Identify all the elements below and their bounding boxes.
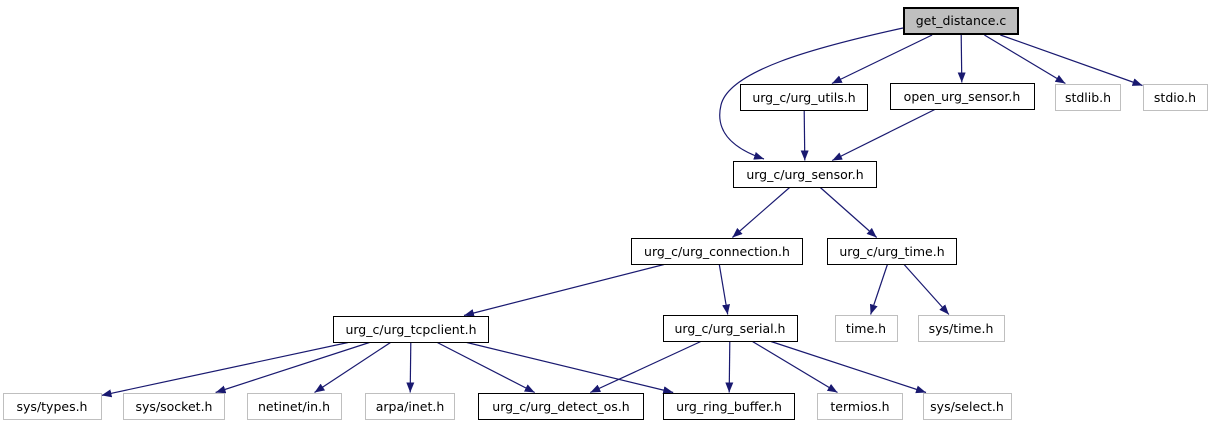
node-urg_ring_buffer[interactable]: urg_ring_buffer.h [663,392,795,420]
node-stdlib: stdlib.h [1055,83,1121,111]
edge-urg_tcpclient-urg_ring_buffer [466,341,674,395]
node-urg_detect_os[interactable]: urg_c/urg_detect_os.h [478,392,644,420]
edge-open_urg_sensor-urg_sensor [831,108,936,162]
edge-urg_utils-urg_sensor [800,110,809,161]
node-urg_utils[interactable]: urg_c/urg_utils.h [740,83,868,111]
edge-get_distance-urg_utils [831,34,933,85]
node-urg_sensor[interactable]: urg_c/urg_sensor.h [733,160,877,188]
edge-urg_serial-urg_ring_buffer [725,341,734,393]
node-sys_time: sys/time.h [917,314,1005,342]
edge-urg_sensor-urg_time [819,187,878,238]
edge-urg_serial-urg_detect_os [590,340,702,394]
edge-urg_tcpclient-urg_detect_os [437,341,535,394]
node-urg_time[interactable]: urg_c/urg_time.h [827,237,957,265]
edge-urg_tcpclient-sys_socket [215,341,370,394]
node-time: time.h [834,314,898,342]
node-sys_types: sys/types.h [2,392,102,420]
node-termios: termios.h [817,392,903,420]
edge-urg_sensor-urg_connection [732,187,790,238]
edge-get_distance-open_urg_sensor [957,34,966,83]
edge-urg_serial-sys_select [770,340,927,394]
edge-get_distance-stdlib [984,34,1066,85]
edge-urg_time-time [869,264,888,315]
node-stdio: stdio.h [1142,83,1208,111]
edge-urg_time-sys_time [903,264,950,315]
node-arpa_inet: arpa/inet.h [365,392,455,420]
edge-urg_tcpclient-sys_types [101,341,349,398]
node-netinet_in: netinet/in.h [246,392,342,420]
edge-urg_tcpclient-netinet_in [314,341,391,394]
edge-urg_connection-urg_serial [718,264,730,315]
edge-urg_serial-termios [752,340,838,394]
node-urg_connection[interactable]: urg_c/urg_connection.h [631,237,803,265]
node-open_urg_sensor[interactable]: open_urg_sensor.h [889,82,1035,110]
edge-urg_connection-urg_tcpclient [463,263,665,317]
node-sys_select: sys/select.h [922,392,1012,420]
edge-urg_tcpclient-arpa_inet [406,342,415,393]
node-get_distance[interactable]: get_distance.c [903,7,1019,35]
node-sys_socket: sys/socket.h [123,392,225,420]
edge-get_distance-urg_sensor [719,27,904,160]
node-urg_tcpclient[interactable]: urg_c/urg_tcpclient.h [333,315,489,343]
node-urg_serial[interactable]: urg_c/urg_serial.h [662,314,798,342]
edge-get_distance-stdio [1000,34,1143,87]
